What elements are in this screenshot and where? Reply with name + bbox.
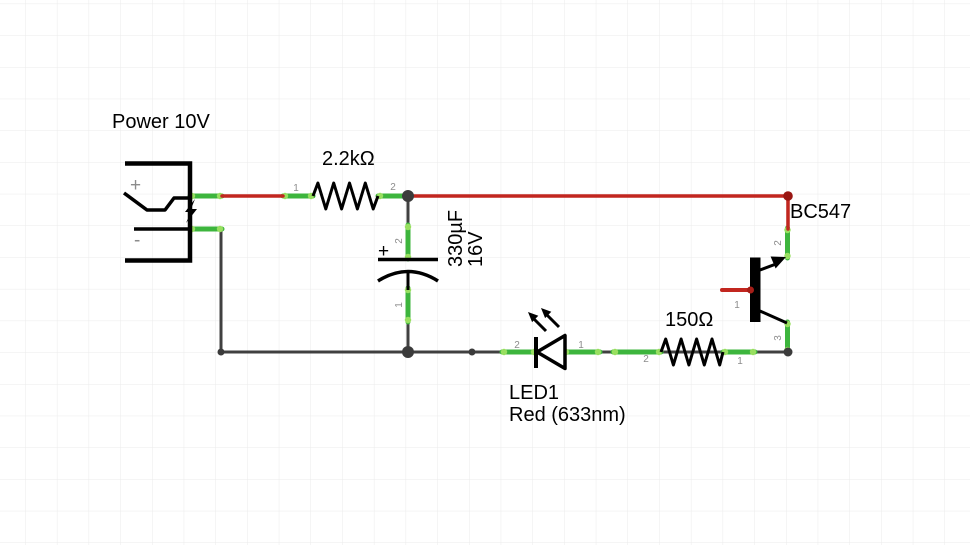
power-connector[interactable]: + - bbox=[122, 161, 197, 263]
transistor-pin3-number: 3 bbox=[773, 335, 784, 341]
cap-plus-sign: + bbox=[378, 241, 389, 262]
resistor-2k2[interactable]: 1 2 bbox=[293, 181, 396, 211]
cap-value[interactable]: 330µF bbox=[445, 210, 467, 267]
r1-pin2-number: 2 bbox=[390, 182, 396, 193]
resistor-150-value[interactable]: 150Ω bbox=[665, 309, 713, 331]
junction-dot[interactable] bbox=[783, 347, 793, 357]
r2-pin1-number: 1 bbox=[737, 356, 743, 367]
bend-dot[interactable] bbox=[217, 348, 225, 356]
pin-end-dot bbox=[611, 348, 619, 356]
cap-pin2-number: 2 bbox=[394, 238, 405, 244]
lightning-bolt-icon bbox=[185, 199, 197, 223]
led[interactable]: 2 1 bbox=[514, 308, 584, 371]
transistor-arrow-icon bbox=[770, 256, 786, 269]
led-arrow1-head-icon bbox=[528, 312, 539, 323]
power-minus-sign: - bbox=[134, 230, 140, 251]
led-pin1-number: 1 bbox=[578, 340, 584, 351]
base-stub-end-dot bbox=[747, 286, 754, 294]
transistor-name[interactable]: BC547 bbox=[790, 201, 851, 223]
led-arrow1-shaft bbox=[532, 317, 548, 333]
resistor-150[interactable]: 2 1 bbox=[643, 337, 743, 367]
transistor-base-bar bbox=[750, 257, 761, 322]
cap-pin1-number: 1 bbox=[394, 302, 405, 308]
pin-end-dot bbox=[784, 252, 791, 260]
resistor-zigzag bbox=[311, 181, 380, 211]
pin-end-dot bbox=[500, 348, 508, 356]
pin-end-dot bbox=[749, 348, 757, 356]
transistor-collector-line bbox=[759, 262, 777, 272]
led-pin2-number: 2 bbox=[514, 340, 520, 351]
led-triangle bbox=[535, 333, 567, 371]
led-desc[interactable]: Red (633nm) bbox=[509, 404, 626, 426]
resistor-2k2-value[interactable]: 2.2kΩ bbox=[322, 148, 375, 170]
junction-dot[interactable] bbox=[402, 190, 414, 202]
power-plus-contact bbox=[122, 191, 190, 212]
bend-dot[interactable] bbox=[468, 348, 476, 356]
pin-end-dot bbox=[404, 223, 412, 231]
transistor-bc547[interactable]: 1 2 3 bbox=[720, 240, 788, 341]
pin-end-dot bbox=[216, 225, 224, 233]
power-label[interactable]: Power 10V bbox=[112, 111, 210, 133]
led-arrow2-head-icon bbox=[541, 308, 552, 319]
red-junction-dot[interactable] bbox=[783, 191, 793, 201]
pin-end-dot bbox=[594, 348, 602, 356]
junction-dot[interactable] bbox=[402, 346, 414, 358]
power-plus-sign: + bbox=[130, 175, 141, 196]
cap-voltage[interactable]: 16V bbox=[465, 231, 487, 267]
r1-pin1-number: 1 bbox=[293, 183, 299, 194]
r2-pin2-number: 2 bbox=[643, 354, 649, 365]
led-name[interactable]: LED1 bbox=[509, 382, 559, 404]
transistor-emitter-line bbox=[759, 309, 788, 325]
resistor-zigzag bbox=[659, 337, 725, 367]
transistor-pin1-number: 1 bbox=[734, 300, 740, 311]
capacitor-330uf[interactable]: + 2 1 bbox=[377, 238, 439, 308]
led-arrow2-shaft bbox=[545, 313, 561, 329]
pin-end-dot bbox=[404, 316, 412, 324]
transistor-pin2-number: 2 bbox=[773, 240, 784, 246]
